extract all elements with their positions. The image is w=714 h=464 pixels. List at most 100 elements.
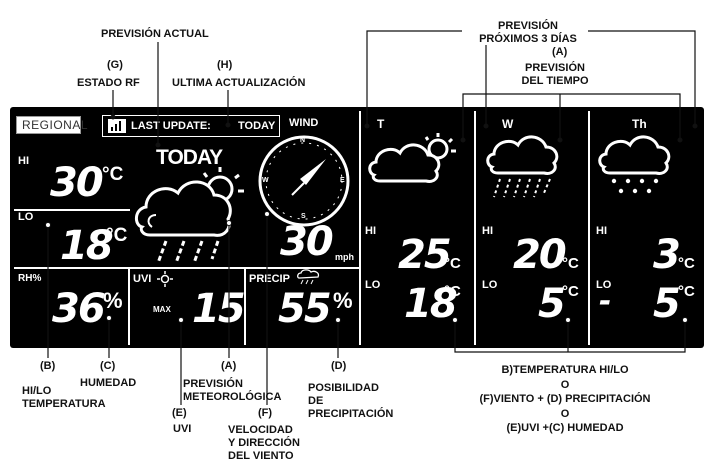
precip-pct: %	[333, 288, 353, 313]
letter-e: (E)	[172, 407, 187, 419]
uvi-label: UVI	[133, 273, 152, 285]
rain-cloud-sun-icon	[135, 167, 244, 264]
last-update-value: TODAY	[238, 120, 276, 132]
forecast-day-2: W	[502, 117, 514, 131]
compass-s: S	[301, 213, 306, 220]
forecast-2-lo-label: LO	[482, 279, 498, 291]
label-hilo-line2: TEMPERATURA	[22, 398, 106, 410]
divider-hi-lo	[14, 209, 130, 211]
forecast-1-hi-unit: °C	[444, 255, 461, 272]
label-vel-line2: Y DIRECCIÓN	[228, 437, 300, 449]
today-hi-unit: °C	[102, 164, 124, 185]
label-vel-line1: VELOCIDAD	[228, 424, 293, 436]
label-prevision-tiempo-line1: PREVISIÓN	[525, 62, 585, 74]
today-lo-temp: 18	[60, 223, 114, 269]
label-pos-line2: DE	[308, 395, 324, 407]
precip-cloud-icon	[297, 269, 320, 285]
divider-forecast-1-2	[474, 111, 476, 345]
last-update-box	[102, 115, 280, 137]
today-label: TODAY	[156, 146, 223, 169]
divider-forecast-2-3	[588, 111, 590, 345]
forecast-2-lo: 5	[538, 281, 566, 327]
label-humedad: HUMEDAD	[80, 377, 137, 389]
forecast-2-hi: 20	[513, 232, 567, 278]
lo-label-today: LO	[18, 211, 34, 223]
label-hilo-line1: HI/LO	[22, 385, 52, 397]
divider-rh-uvi	[128, 269, 130, 345]
precip-label: PRECIP	[249, 273, 290, 285]
label-pos-line3: PRECIPITACIÓN	[308, 408, 394, 420]
forecast-3-hi-label: HI	[596, 225, 607, 237]
uvi-value: 15	[192, 286, 246, 332]
cloud-sun-icon	[368, 133, 456, 183]
label-ultima-actualizacion: ULTIMA ACTUALIZACIÓN	[172, 77, 306, 89]
label-prevision-tiempo: PREVISIÓN DEL TIEMPO	[505, 62, 605, 88]
letter-h: (H)	[217, 59, 233, 71]
label-prevision-proximos-line1: PREVISIÓN	[498, 20, 558, 32]
weather-display-panel: REGIONAL LAST UPDATE: TODAY TODAY HI 30 …	[10, 107, 704, 348]
compass-n: N	[300, 137, 306, 144]
letter-a-top: (A)	[552, 46, 568, 58]
forecast-3-lo: 5	[653, 281, 681, 327]
divider-today-forecast	[359, 111, 361, 345]
divider-lower-row	[14, 267, 359, 269]
forecast-2-hi-label: HI	[482, 225, 493, 237]
forecast-1-lo: 18	[404, 281, 458, 327]
forecast-day-1: T	[377, 117, 385, 131]
rain-cloud-icon	[486, 135, 559, 198]
letter-d: (D)	[331, 360, 347, 372]
compass-w: W	[262, 177, 269, 184]
letter-c: (C)	[100, 360, 116, 372]
snow-cloud-icon	[598, 135, 671, 194]
forecast-3-hi-unit: °C	[678, 255, 695, 272]
today-lo-unit: °C	[106, 225, 128, 246]
label-prevision-proximos: PREVISIÓN PRÓXIMOS 3 DÍAS	[468, 20, 588, 46]
wind-compass	[258, 135, 350, 227]
forecast-day-3: Th	[632, 117, 647, 131]
last-update-label: LAST UPDATE:	[131, 120, 211, 132]
wind-unit: mph	[335, 252, 354, 262]
forecast-3-lo-unit: °C	[678, 283, 695, 300]
rh-value: 36	[52, 286, 106, 332]
label-uvi: UVI	[173, 423, 192, 435]
forecast-2-lo-unit: °C	[562, 283, 579, 300]
label-velocidad-viento: VELOCIDAD Y DIRECCIÓN DEL VIENTO	[228, 424, 300, 463]
label-rt-line3: (F)VIENTO + (D) PRECIPITACIÓN	[479, 393, 651, 405]
precip-value: 55	[278, 286, 332, 332]
rh-label: RH%	[18, 273, 42, 284]
label-prevision-tiempo-line2: DEL TIEMPO	[521, 75, 589, 87]
rh-pct: %	[103, 288, 123, 313]
forecast-1-lo-unit: °C	[444, 283, 461, 300]
forecast-1-hi-label: HI	[365, 225, 376, 237]
forecast-3-hi: 3	[653, 232, 681, 278]
forecast-3-lo-sign: -	[599, 284, 612, 319]
rf-signal-icon	[108, 119, 126, 133]
label-rt-line5: (E)UVI +(C) HUMEDAD	[506, 422, 624, 434]
label-rt-line1: B)TEMPERATURA HI/LO	[501, 364, 629, 376]
label-vel-line3: DEL VIENTO	[228, 450, 294, 462]
forecast-1-hi: 25	[398, 232, 452, 278]
forecast-3-lo-label: LO	[596, 279, 612, 291]
regional-badge: REGIONAL	[16, 116, 88, 134]
divider-uvi-precip	[244, 269, 246, 345]
uvi-max-label: MAX	[153, 305, 171, 314]
letter-f: (F)	[258, 407, 273, 419]
label-prev-met-line2: METEOROLÓGICA	[183, 391, 282, 403]
forecast-2-hi-unit: °C	[562, 255, 579, 272]
letter-b: (B)	[40, 360, 56, 372]
label-prev-met-line1: PREVISIÓN	[183, 378, 243, 390]
hi-label-today: HI	[18, 155, 29, 167]
letter-a: (A)	[221, 360, 237, 372]
label-posibilidad-precipitacion: POSIBILIDAD DE PRECIPITACIÓN	[308, 382, 393, 421]
label-rt-line2: O	[560, 378, 570, 391]
wind-label: WIND	[289, 117, 319, 129]
label-estado-rf: ESTADO RF	[77, 77, 140, 89]
label-prevision-meteorologica: PREVISIÓN METEOROLÓGICA	[183, 378, 281, 404]
letter-g: (G)	[107, 59, 123, 71]
forecast-1-lo-label: LO	[365, 279, 381, 291]
label-prevision-actual: PREVISIÓN ACTUAL	[101, 28, 209, 40]
compass-e: E	[340, 177, 345, 184]
label-rt-line4: O	[560, 407, 570, 420]
label-pos-line1: POSIBILIDAD	[308, 382, 379, 394]
